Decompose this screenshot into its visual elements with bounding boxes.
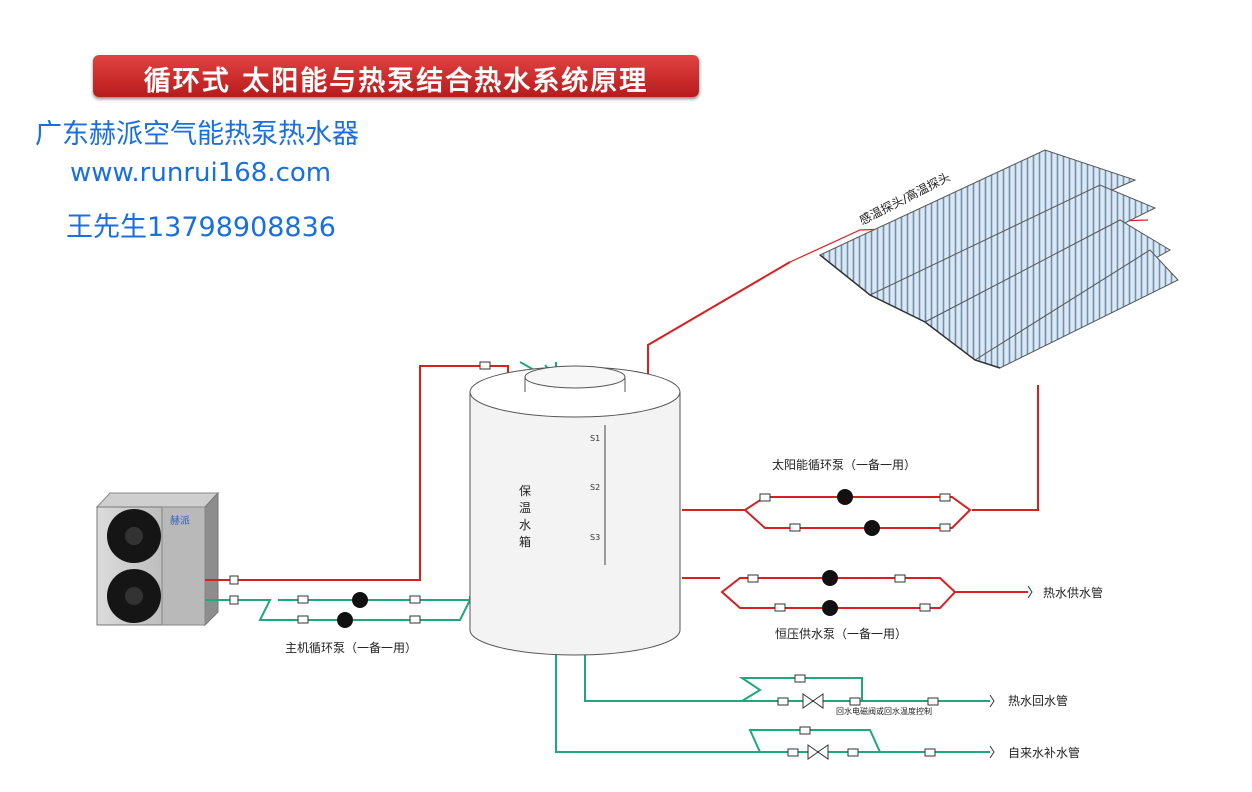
solar-collectors: 感温探头/高温探头 xyxy=(819,149,1179,369)
sensor-s2: S2 xyxy=(590,483,600,492)
const-pump-label: 恒压供水泵（一备一用） xyxy=(775,627,907,641)
hot-pipes xyxy=(205,261,1039,609)
heat-pump-unit: 赫派 xyxy=(95,491,220,627)
host-pump-2-icon xyxy=(337,612,353,628)
host-pump-1-icon xyxy=(352,592,368,608)
host-pump-label: 主机循环泵（一备一用） xyxy=(285,641,417,655)
sensor-s3: S3 xyxy=(590,533,600,542)
const-pump-1-icon xyxy=(822,570,838,586)
storage-tank: 保 温 水 箱 S1 S2 S3 xyxy=(469,365,681,656)
sensor-s1: S1 xyxy=(590,434,600,443)
hot-supply-label: 热水供水管 xyxy=(1043,585,1103,600)
tank-label-1: 保 xyxy=(519,484,531,498)
tank-label-2: 温 xyxy=(519,501,531,515)
company-website: www.runrui168.com xyxy=(70,158,332,188)
hot-return-label: 热水回水管 xyxy=(1008,693,1068,708)
valves xyxy=(229,361,951,760)
solar-pump-label: 太阳能循环泵（一备一用） xyxy=(772,457,916,472)
tap-water-label: 自来水补水管 xyxy=(1008,745,1080,760)
solar-pump-2-icon xyxy=(864,520,880,536)
company-name: 广东赫派空气能热泵热水器 xyxy=(35,119,359,150)
heat-pump-brand: 赫派 xyxy=(170,515,190,527)
return-valve-label: 回水电磁阀或回水温度控制 xyxy=(836,706,932,716)
pumps xyxy=(337,489,880,628)
solar-pump-1-icon xyxy=(837,489,853,505)
tank-label-4: 箱 xyxy=(519,534,531,549)
const-pump-2-icon xyxy=(822,600,838,616)
company-contact: 王先生13798908836 xyxy=(66,212,336,243)
title-banner: 循环式 太阳能与热泵结合热水系统原理 xyxy=(93,55,699,97)
tank-label-3: 水 xyxy=(519,518,531,532)
diagram-title: 循环式 太阳能与热泵结合热水系统原理 xyxy=(143,66,649,97)
